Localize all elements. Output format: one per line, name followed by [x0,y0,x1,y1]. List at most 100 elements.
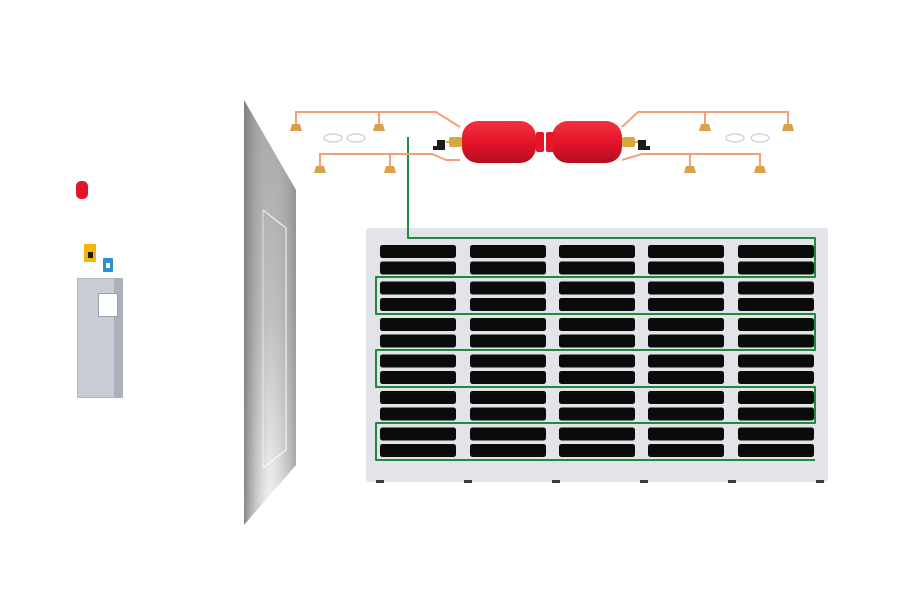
battery-module [648,245,724,258]
battery-module [648,391,724,404]
agent-cylinders [462,121,622,163]
pipe-network [295,111,789,166]
smoke-detector-icon [323,133,343,143]
battery-module [470,354,546,368]
pipe-left-upper [295,111,461,128]
battery-module [738,334,814,348]
battery-module [470,371,546,384]
rack-foot [816,480,824,483]
battery-module [470,261,546,275]
nozzle-icon [373,124,385,131]
battery-module [738,318,814,331]
rack-feet [376,480,824,483]
cabinet-window [98,293,118,317]
battery-module [559,281,635,295]
pipe-right-lower [621,153,761,166]
battery-modules [380,245,814,457]
battery-module [738,391,814,404]
battery-module [648,318,724,331]
warning-sign-yellow [84,244,96,262]
battery-module [738,444,814,457]
battery-module [648,444,724,457]
actuator-left [437,140,445,150]
battery-module [559,354,635,368]
battery-module [380,371,456,384]
battery-module [380,318,456,331]
battery-module [648,334,724,348]
actuator-right [638,140,646,150]
pipe-right-upper [621,111,789,128]
battery-module [470,245,546,258]
battery-module [648,407,724,421]
battery-module [648,427,724,441]
battery-module [648,354,724,368]
smoke-detector-icon [750,133,770,143]
nozzle-icon [782,124,794,131]
battery-module [559,261,635,275]
info-sign-blue [103,258,113,272]
rack-foot [464,480,472,483]
battery-module [648,371,724,384]
room-wall [244,100,296,525]
battery-module [559,407,635,421]
battery-module [380,298,456,311]
battery-module [738,298,814,311]
battery-module [648,281,724,295]
rack-foot [376,480,384,483]
battery-module [470,298,546,311]
battery-module [470,318,546,331]
rack-foot [552,480,560,483]
battery-module [559,391,635,404]
battery-module [648,298,724,311]
battery-module [559,334,635,348]
detection-cable [375,137,816,461]
battery-module [380,245,456,258]
nozzles [290,124,794,173]
battery-module [559,245,635,258]
alarm-light [76,181,88,199]
battery-module [380,354,456,368]
battery-module [559,444,635,457]
valve-right [622,137,635,147]
valves [433,137,650,150]
pipe-left-lower [319,153,460,166]
nozzle-icon [290,124,302,131]
battery-module [559,371,635,384]
battery-module [738,354,814,368]
battery-module [470,391,546,404]
battery-module [380,391,456,404]
battery-module [648,261,724,275]
smoke-detector-icon [725,133,745,143]
battery-module [380,407,456,421]
battery-module [380,261,456,275]
battery-module [738,371,814,384]
battery-module [738,245,814,258]
battery-module [470,407,546,421]
battery-module [380,444,456,457]
rack-foot [640,480,648,483]
nozzle-icon [699,124,711,131]
battery-module [380,281,456,295]
nozzle-icon [314,166,326,173]
battery-module [470,444,546,457]
battery-module [380,334,456,348]
smoke-detectors [323,133,770,143]
battery-module [470,427,546,441]
smoke-detector-icon [346,133,366,143]
battery-module [738,261,814,275]
battery-module [738,281,814,295]
battery-module [559,318,635,331]
rack-foot [728,480,736,483]
cabinet-side [114,279,122,397]
battery-module [380,427,456,441]
control-cabinet [77,278,123,398]
battery-module [738,407,814,421]
battery-module [738,427,814,441]
valve-left [449,137,462,147]
agent-cylinder-left [462,121,544,163]
battery-module [470,334,546,348]
nozzle-icon [384,166,396,173]
battery-module [559,298,635,311]
